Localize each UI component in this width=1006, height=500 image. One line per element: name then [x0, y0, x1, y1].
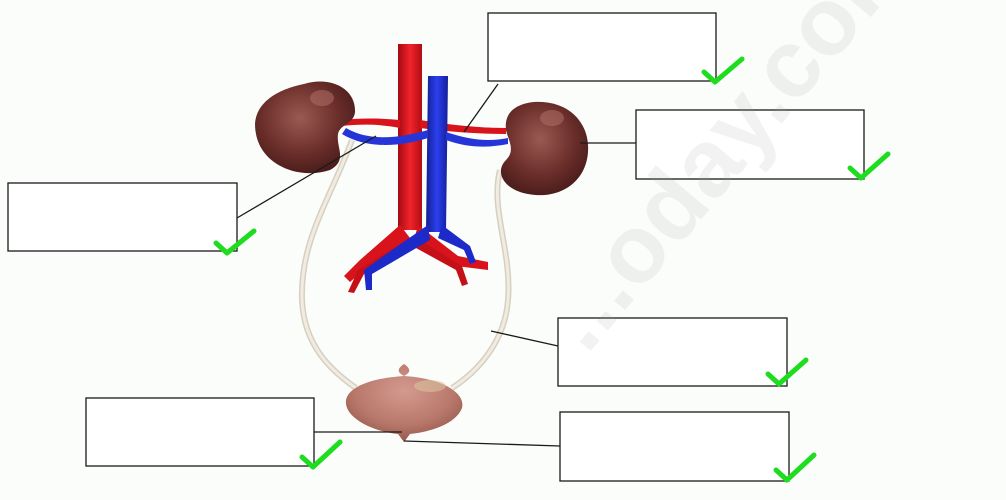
- label-box-renal-artery[interactable]: [488, 13, 716, 81]
- left-kidney: [255, 82, 355, 174]
- label-box-renal-vein[interactable]: [8, 183, 237, 251]
- left-ureter: [302, 140, 356, 388]
- pointer-line-urethra: [404, 441, 560, 446]
- label-box-bladder[interactable]: [86, 398, 314, 466]
- bladder: [346, 364, 463, 442]
- label-box-kidney[interactable]: [636, 110, 864, 179]
- label-box-ureter[interactable]: [558, 318, 787, 386]
- label-box-urethra[interactable]: [560, 412, 789, 481]
- aorta: [342, 44, 506, 293]
- pointer-line-renal-artery: [464, 84, 498, 132]
- pointer-line-ureter: [491, 331, 558, 346]
